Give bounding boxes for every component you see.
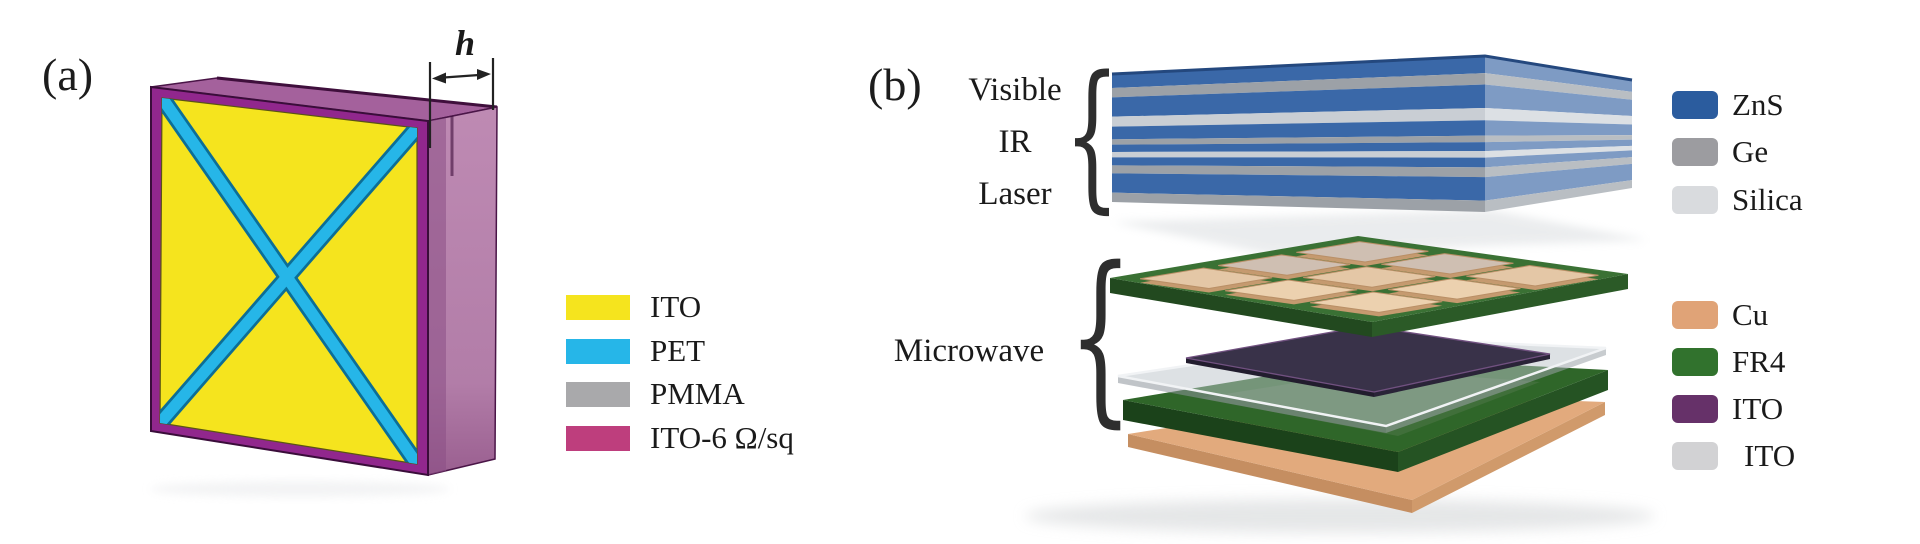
copper-patch-grid <box>1139 241 1599 317</box>
legend-item-ge: Ge <box>1672 134 1769 169</box>
pet-cross <box>160 98 417 464</box>
legend-swatch-pmma <box>566 381 630 407</box>
legend-label-cu: Cu <box>1732 297 1769 332</box>
microwave-stack <box>1025 236 1655 533</box>
legend-swatch-ito-film <box>1672 395 1718 423</box>
optical-brace: { <box>1064 43 1120 229</box>
legend-label-pet: PET <box>650 333 706 368</box>
legend-swatch-ito-glass <box>1672 442 1718 470</box>
legend-label-silica: Silica <box>1732 182 1803 217</box>
legend-swatch-fr4 <box>1672 348 1718 376</box>
h-dimension <box>428 58 495 148</box>
legend-swatch-ito <box>566 294 630 320</box>
legend-item-pmma: PMMA <box>566 376 745 411</box>
legend-item-ito-glass: ITO <box>1672 438 1796 473</box>
legend-label-ito6: ITO-6 Ω/sq <box>650 420 794 455</box>
optical-label-laser: Laser <box>978 176 1052 212</box>
legend-label-ito-film: ITO <box>1732 391 1784 426</box>
legend-item-fr4: FR4 <box>1672 344 1786 379</box>
legend-swatch-ge <box>1672 138 1718 166</box>
unit-cell-shadow <box>150 481 450 497</box>
optical-stack-block <box>1111 54 1648 254</box>
panel-b-label: (b) <box>868 59 922 110</box>
legend-label-ge: Ge <box>1732 134 1769 169</box>
optical-stack-shadow <box>1112 210 1648 254</box>
optical-stack-right-face <box>1485 56 1632 212</box>
legend-item-zns: ZnS <box>1672 87 1784 122</box>
legend-label-zns: ZnS <box>1732 87 1784 122</box>
panel-a-label: (a) <box>42 49 94 100</box>
legend-item-ito: ITO <box>566 289 702 324</box>
legend-swatch-zns <box>1672 91 1718 119</box>
microwave-brace: { <box>1068 229 1133 445</box>
dim-arrowhead-right <box>477 69 491 80</box>
optical-label-visible: Visible <box>968 72 1062 108</box>
legend-label-ito-glass: ITO <box>1744 438 1796 473</box>
microwave-label: Microwave <box>893 333 1045 369</box>
legend-label-pmma: PMMA <box>650 376 745 411</box>
legend-item-pet: PET <box>566 333 706 368</box>
legend-label-ito: ITO <box>650 289 702 324</box>
legend-item-ito-film: ITO <box>1672 391 1784 426</box>
unit-cell-back-edge <box>216 76 498 109</box>
legend-item-silica: Silica <box>1672 182 1803 217</box>
optical-stack-front-face <box>1112 56 1485 212</box>
panel-a-unit-cell <box>150 58 498 497</box>
legend-swatch-silica <box>1672 186 1718 214</box>
legend-swatch-cu <box>1672 301 1718 329</box>
unit-cell-side-shade <box>428 118 446 475</box>
legend-swatch-ito6 <box>566 425 630 451</box>
ground-shadow <box>1025 499 1655 533</box>
patch-array-layer <box>1110 236 1628 337</box>
legend-item-ito6: ITO-6 Ω/sq <box>566 420 794 455</box>
legend-item-cu: Cu <box>1672 297 1769 332</box>
h-dimension-label: h <box>454 23 476 63</box>
legend-swatch-pet <box>566 338 630 364</box>
legend-label-fr4: FR4 <box>1732 344 1786 379</box>
dim-arrowhead-left <box>432 72 446 84</box>
optical-stack-top-edge <box>1111 54 1633 82</box>
optical-label-ir: IR <box>998 124 1032 160</box>
ito-film-layer <box>1185 325 1551 397</box>
